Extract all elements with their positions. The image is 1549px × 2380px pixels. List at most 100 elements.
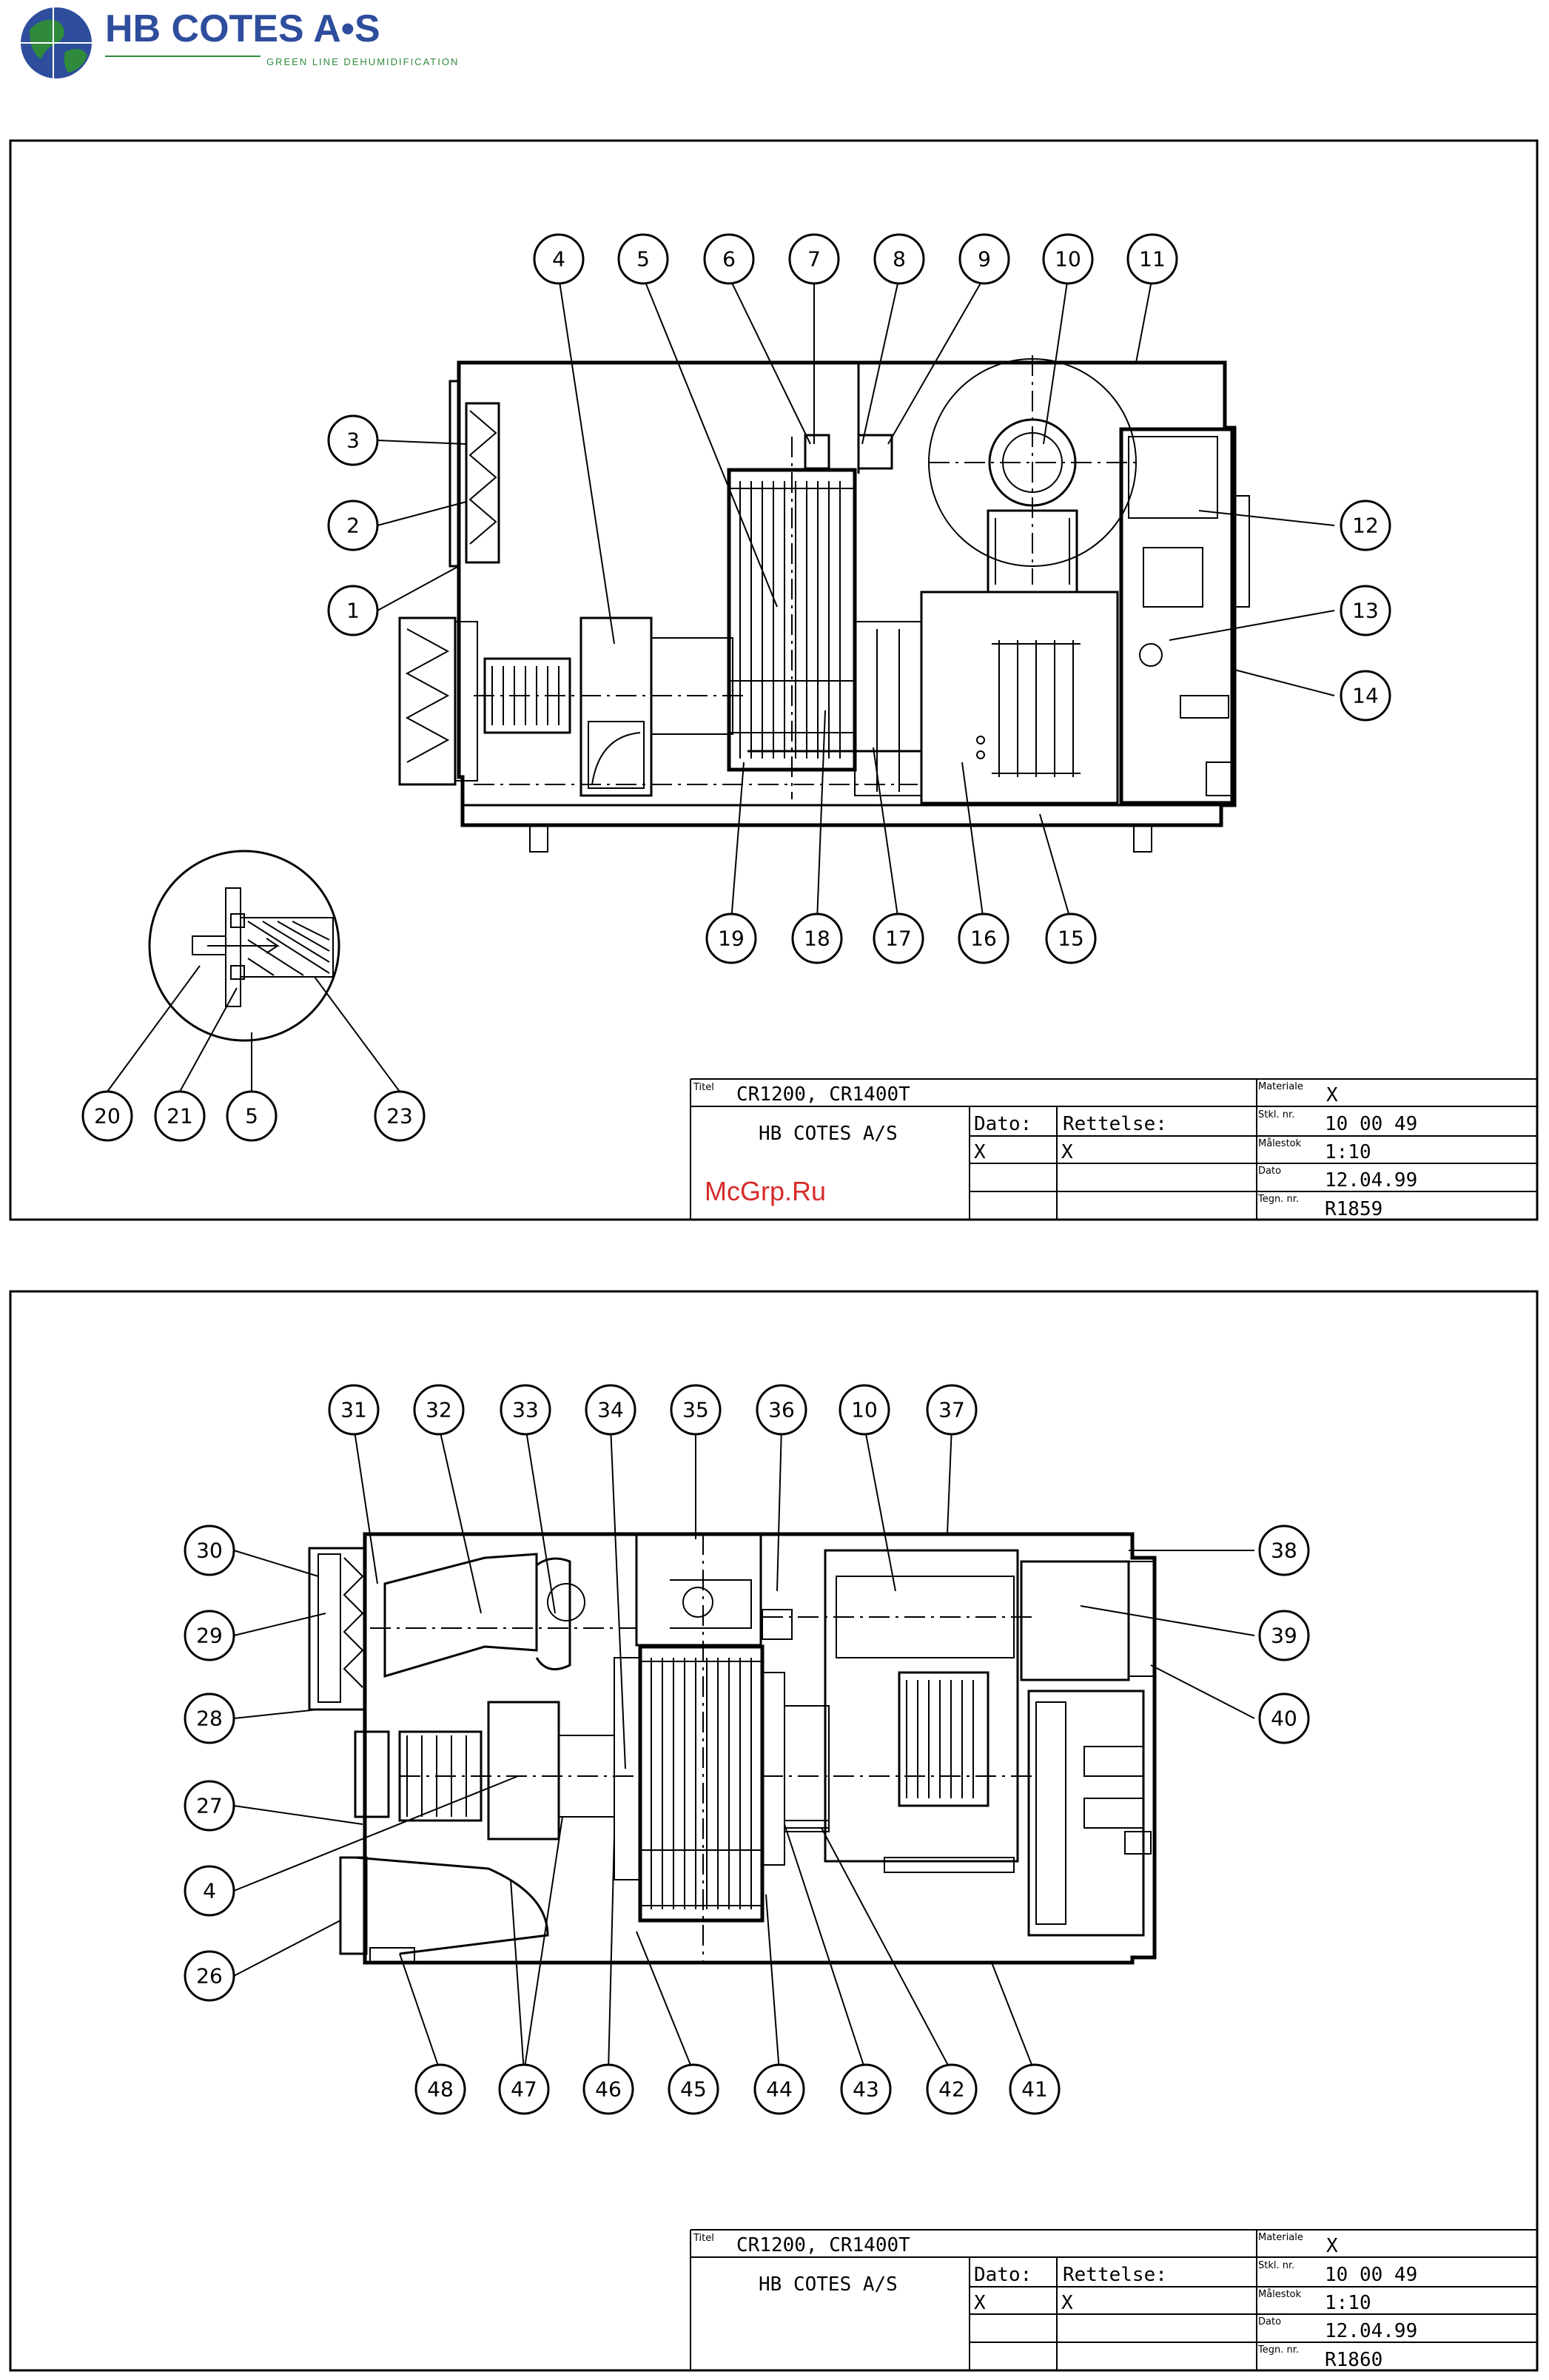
callout-32: 32 bbox=[413, 1384, 465, 1436]
svg-text:3: 3 bbox=[346, 428, 360, 453]
callout-46: 46 bbox=[582, 2063, 634, 2115]
sheet-2: 31 32 33 34 35 36 10 37 30 29 28 27 4 26… bbox=[9, 1290, 1539, 2372]
svg-text:8: 8 bbox=[893, 247, 906, 272]
company-name: HB COTES A/S bbox=[759, 1123, 898, 1145]
materiale-value: X bbox=[1326, 1084, 1338, 1106]
svg-text:45: 45 bbox=[680, 2077, 707, 2102]
svg-text:5: 5 bbox=[245, 1104, 258, 1129]
rettelse-label: Rettelse: bbox=[1063, 2264, 1167, 2286]
callout-20: 20 bbox=[81, 1090, 133, 1142]
svg-text:36: 36 bbox=[768, 1398, 795, 1422]
drawing-title: CR1200, CR1400T bbox=[736, 1083, 910, 1106]
svg-text:15: 15 bbox=[1058, 927, 1084, 951]
date-value: 12.04.99 bbox=[1325, 1169, 1417, 1191]
svg-text:12: 12 bbox=[1352, 514, 1379, 538]
globe-icon bbox=[21, 7, 92, 78]
company-name: HB COTES A/S bbox=[759, 2273, 898, 2296]
company-logo: HB COTES A•S GREEN LINE DEHUMIDIFICATION bbox=[21, 7, 459, 78]
callout-1: 1 bbox=[327, 585, 379, 636]
callout-19: 19 bbox=[705, 912, 757, 964]
callout-47: 47 bbox=[498, 2063, 550, 2115]
svg-text:7: 7 bbox=[807, 247, 821, 272]
leader-lines-sheet-1 bbox=[107, 276, 1335, 1092]
callouts-sheet-1: 4 5 6 7 8 9 10 11 3 2 1 12 13 14 19 18 1… bbox=[81, 233, 1391, 1142]
callout-4: 4 bbox=[533, 233, 585, 285]
unit-side-view bbox=[398, 355, 1250, 853]
maalestok-key: Målestok bbox=[1258, 1138, 1302, 1149]
rettelse-label: Rettelse: bbox=[1063, 1113, 1167, 1135]
callout-18: 18 bbox=[791, 912, 843, 964]
callout-2: 2 bbox=[327, 500, 379, 551]
callout-7: 7 bbox=[788, 233, 840, 285]
tegn-value: R1859 bbox=[1325, 1198, 1382, 1220]
callout-27: 27 bbox=[184, 1780, 235, 1832]
svg-text:44: 44 bbox=[766, 2077, 793, 2102]
unit-top-view bbox=[308, 1532, 1157, 1965]
svg-text:47: 47 bbox=[511, 2077, 537, 2102]
callout-21: 21 bbox=[154, 1090, 206, 1142]
svg-text:4: 4 bbox=[203, 1879, 216, 1903]
dato-key: Dato bbox=[1258, 2316, 1281, 2327]
titel-key: Titel bbox=[693, 2233, 714, 2244]
titel-key: Titel bbox=[693, 1082, 714, 1093]
svg-text:43: 43 bbox=[853, 2077, 879, 2102]
callout-43: 43 bbox=[840, 2063, 892, 2115]
logo-tagline: GREEN LINE DEHUMIDIFICATION bbox=[266, 56, 459, 67]
watermark: McGrp.Ru bbox=[705, 1176, 826, 1206]
callout-37: 37 bbox=[926, 1384, 978, 1436]
callouts-sheet-2: 31 32 33 34 35 36 10 37 30 29 28 27 4 26… bbox=[184, 1384, 1310, 2115]
title-block-sheet-2: Titel CR1200, CR1400T HB COTES A/S Dato:… bbox=[690, 2229, 1537, 2371]
svg-text:19: 19 bbox=[718, 927, 745, 951]
tegn-value: R1860 bbox=[1325, 2349, 1382, 2371]
svg-text:37: 37 bbox=[938, 1398, 965, 1422]
svg-text:32: 32 bbox=[426, 1398, 452, 1422]
drawing-title: CR1200, CR1400T bbox=[736, 2234, 910, 2256]
callout-5: 5 bbox=[617, 233, 669, 285]
callout-23: 23 bbox=[374, 1090, 426, 1142]
svg-text:48: 48 bbox=[427, 2077, 454, 2102]
callout-41: 41 bbox=[1009, 2063, 1061, 2115]
stkl-value: 10 00 49 bbox=[1325, 1113, 1417, 1135]
maalestok-key: Målestok bbox=[1258, 2289, 1302, 2300]
svg-text:10: 10 bbox=[1055, 247, 1081, 272]
callout-45: 45 bbox=[668, 2063, 719, 2115]
svg-text:34: 34 bbox=[597, 1398, 624, 1422]
maalestok-value: 1:10 bbox=[1325, 2292, 1371, 2314]
svg-text:30: 30 bbox=[196, 1539, 223, 1563]
callout-48: 48 bbox=[414, 2063, 466, 2115]
title-block-sheet-1: Titel CR1200, CR1400T HB COTES A/S Dato:… bbox=[690, 1078, 1537, 1220]
tegn-key: Tegn. nr. bbox=[1257, 1194, 1299, 1205]
date-value: 12.04.99 bbox=[1325, 2320, 1417, 2342]
callout-14: 14 bbox=[1340, 670, 1391, 722]
svg-text:17: 17 bbox=[885, 927, 912, 951]
svg-text:9: 9 bbox=[978, 247, 991, 272]
callout-44: 44 bbox=[753, 2063, 805, 2115]
callout-15: 15 bbox=[1045, 912, 1097, 964]
svg-text:46: 46 bbox=[595, 2077, 622, 2102]
callout-9: 9 bbox=[958, 233, 1010, 285]
callout-38: 38 bbox=[1258, 1525, 1310, 1576]
dato-label: Dato: bbox=[974, 1113, 1032, 1135]
svg-text:35: 35 bbox=[682, 1398, 709, 1422]
callout-10-top: 10 bbox=[839, 1384, 890, 1436]
svg-text:1: 1 bbox=[346, 599, 360, 623]
svg-text:31: 31 bbox=[340, 1398, 367, 1422]
svg-text:4: 4 bbox=[552, 247, 565, 272]
svg-text:18: 18 bbox=[804, 927, 830, 951]
dato-value: X bbox=[974, 2292, 986, 2314]
svg-text:29: 29 bbox=[196, 1624, 223, 1648]
materiale-key: Materiale bbox=[1258, 2232, 1303, 2243]
callout-6: 6 bbox=[703, 233, 755, 285]
svg-text:26: 26 bbox=[196, 1964, 223, 1989]
callout-30: 30 bbox=[184, 1525, 235, 1576]
callout-28: 28 bbox=[184, 1692, 235, 1744]
materiale-value: X bbox=[1326, 2235, 1338, 2257]
stkl-value: 10 00 49 bbox=[1325, 2264, 1417, 2286]
callout-39: 39 bbox=[1258, 1610, 1310, 1661]
svg-text:13: 13 bbox=[1352, 599, 1379, 623]
callout-8: 8 bbox=[873, 233, 925, 285]
logo-name: HB COTES A•S bbox=[105, 7, 380, 50]
detail-view bbox=[148, 850, 340, 1042]
callout-33: 33 bbox=[500, 1384, 551, 1436]
callout-13: 13 bbox=[1340, 585, 1391, 636]
